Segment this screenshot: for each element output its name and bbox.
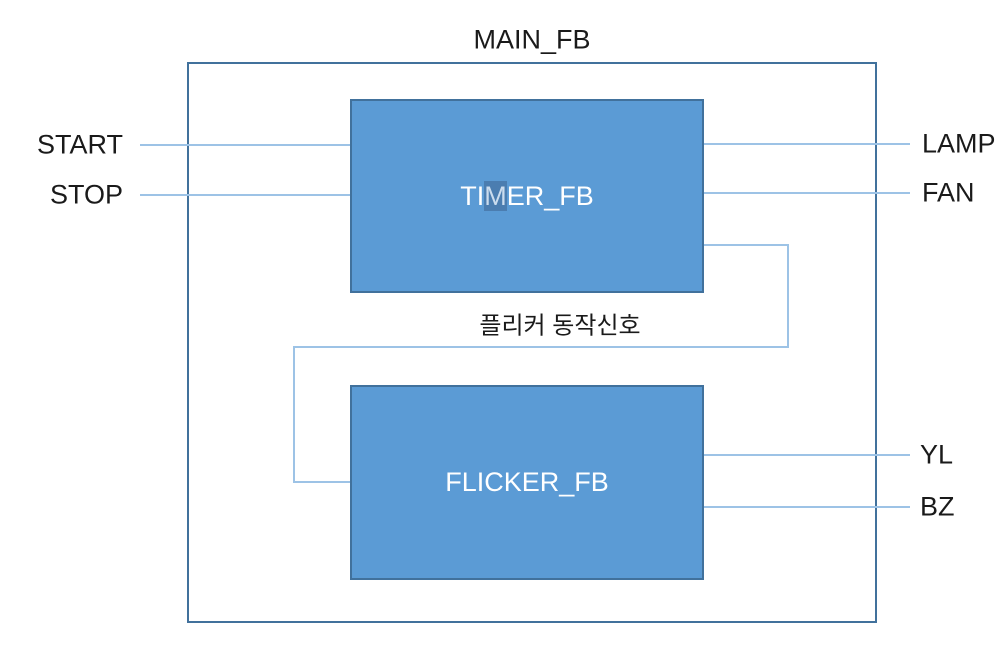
timer-fb-label-selected-char: M (484, 180, 507, 211)
connection-label: 플리커 동작신호 (479, 312, 641, 340)
fan-output-line (704, 192, 910, 194)
timer-fb-label-prefix: TI (460, 180, 485, 211)
timer-fb-label-suffix: ER_FB (506, 180, 594, 211)
output-label-fan: FAN (922, 177, 975, 208)
start-input-line (140, 144, 350, 146)
input-label-stop: STOP (49, 179, 123, 210)
main-fb-boundary-box[interactable] (187, 62, 877, 623)
output-label-yl: YL (920, 439, 954, 470)
yl-output-line (704, 454, 910, 456)
stop-input-line (140, 194, 350, 196)
output-label-lamp: LAMP (922, 128, 996, 159)
timer-fb-label: TIMER_FB (460, 180, 594, 212)
flicker-fb-block[interactable]: FLICKER_FB (350, 385, 704, 580)
flicker-fb-label: FLICKER_FB (445, 467, 609, 497)
diagram-title: MAIN_FB (473, 24, 591, 55)
output-label-bz: BZ (920, 491, 955, 522)
lamp-output-line (704, 143, 910, 145)
input-label-start: START (36, 129, 123, 160)
timer-fb-block[interactable]: TIMER_FB (350, 99, 704, 293)
bz-output-line (704, 506, 910, 508)
